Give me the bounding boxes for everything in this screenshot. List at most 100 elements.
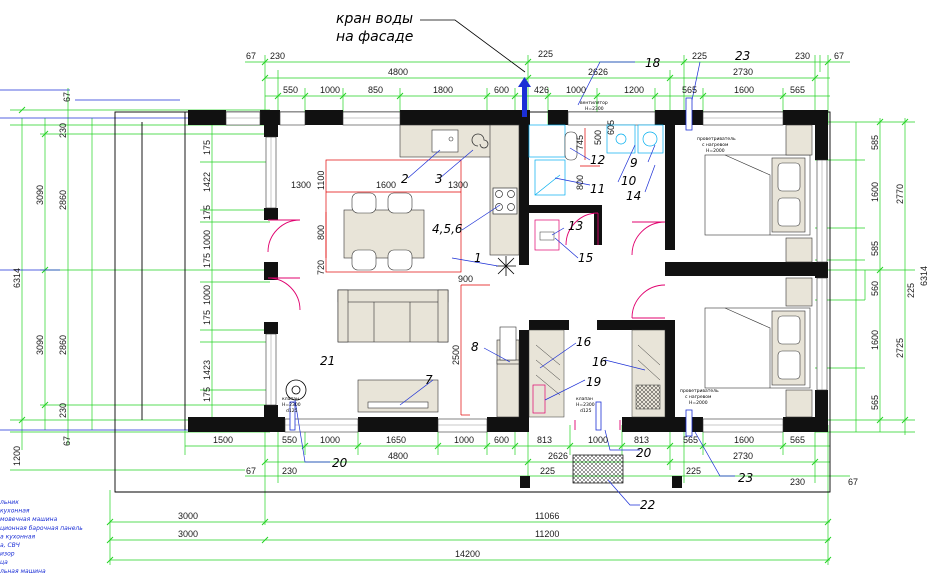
- dim-label: 230: [795, 51, 810, 61]
- building-outline: [114, 111, 831, 493]
- callout-label: 1: [474, 251, 482, 265]
- bathroom-fixtures: [528, 124, 664, 251]
- dim-label: 1600: [870, 182, 880, 202]
- bed-bottom: [704, 277, 813, 418]
- callout-label: 12: [590, 153, 605, 167]
- callout-label: 2: [401, 172, 409, 186]
- note-text: d125: [286, 408, 298, 414]
- dim-label: 565: [790, 435, 805, 445]
- dim-label: 600: [494, 435, 509, 445]
- dim-label: 2730: [733, 451, 753, 461]
- dim-label: 1000: [202, 230, 212, 250]
- dim-label: 11200: [535, 529, 559, 539]
- dim-label: 1300: [291, 180, 311, 190]
- dim-label: 1600: [734, 85, 754, 95]
- dim-label: 1000: [320, 435, 340, 445]
- dim-label: 565: [682, 85, 697, 95]
- callout-label: 13: [568, 219, 583, 233]
- dim-label: 230: [58, 123, 68, 138]
- stove-icon: [492, 187, 518, 215]
- callout-label: 22: [640, 498, 655, 512]
- sink-icon: [471, 133, 489, 149]
- dim-label: 565: [790, 85, 805, 95]
- note-text: вентилятор: [580, 101, 608, 106]
- dim-label: 2500: [451, 345, 461, 365]
- dim-label: 3000: [178, 529, 198, 539]
- dim-label: 3090: [35, 185, 45, 205]
- tv-stand: [357, 379, 439, 413]
- legend-item: ционная барочная панель: [0, 525, 83, 532]
- dim-label: 4800: [388, 67, 408, 77]
- sofa: [337, 289, 449, 343]
- callout-label: 19: [586, 375, 601, 389]
- dim-label: 565: [870, 395, 880, 410]
- note-text: Н=2000: [689, 400, 708, 406]
- callout-labels: 1 2 3 4,5,6 7 8 9 10 11 12 13 14 15 16 1…: [320, 49, 753, 512]
- kitchen-dimension-labels: 1300 1600 1300 1100 800 720 900 2500: [291, 171, 473, 365]
- callout-label: 10: [621, 174, 637, 188]
- closet-bedroom: [631, 329, 666, 418]
- note-text: проветриватель: [697, 137, 736, 142]
- callout-label: 18: [645, 56, 661, 70]
- bathroom-dimension-labels: 745 500 800 605: [575, 120, 616, 190]
- zone-outline: [325, 128, 600, 416]
- note-text: Н=2300: [576, 402, 595, 408]
- water-tap-title: кран воды: [336, 11, 413, 27]
- dining-table: [343, 192, 425, 271]
- top-dimension-labels: 67 230 225 225 230 67 4800 2626 2730 550…: [246, 49, 844, 95]
- equipment-notes: вентилятор Н=2300 проветриватель с нагре…: [282, 101, 736, 414]
- callout-label: 15: [578, 251, 593, 265]
- legend-item: а кухонная: [0, 533, 36, 540]
- dim-label: 2860: [58, 335, 68, 355]
- callout-label: 7: [425, 373, 433, 387]
- dim-label: 1423: [202, 360, 212, 380]
- dim-label: 813: [634, 435, 649, 445]
- dim-label: 175: [202, 310, 212, 325]
- dim-label: 800: [316, 225, 326, 240]
- dim-label: 67: [848, 477, 858, 487]
- dim-label: 550: [283, 85, 298, 95]
- dim-label: 4800: [388, 451, 408, 461]
- dim-label: 175: [202, 140, 212, 155]
- note-text: клапан: [282, 397, 299, 402]
- legend-item: ца: [0, 559, 8, 566]
- dim-label: 565: [683, 435, 698, 445]
- window-sills: [226, 117, 823, 426]
- dim-label: 1600: [870, 330, 880, 350]
- note-text: Н=2000: [706, 148, 725, 154]
- callout-label: 21: [320, 354, 335, 368]
- note-text: Н=2300: [585, 106, 604, 112]
- dim-label: 225: [692, 51, 707, 61]
- dim-label: 2730: [733, 67, 753, 77]
- callout-leaders: [294, 61, 735, 506]
- note-text: d125: [580, 408, 592, 414]
- dim-label: 550: [282, 435, 297, 445]
- note-text: клапан: [576, 397, 593, 402]
- dim-label: 720: [316, 260, 326, 275]
- dim-label: 1500: [213, 435, 233, 445]
- callout-label: 23: [738, 471, 753, 485]
- dim-label: 1000: [202, 285, 212, 305]
- closet-hallway: [528, 329, 565, 418]
- dim-label: 1650: [386, 435, 406, 445]
- dim-label: 605: [606, 120, 616, 135]
- dim-label: 6314: [919, 266, 929, 286]
- dim-label: 585: [870, 241, 880, 256]
- callout-label: 16: [592, 355, 608, 369]
- dim-label: 850: [368, 85, 383, 95]
- dim-label: 67: [246, 51, 256, 61]
- callout-label: 20: [332, 456, 348, 470]
- wardrobe-living: [496, 326, 520, 418]
- dim-label: 500: [593, 130, 603, 145]
- callout-label: 11: [590, 182, 605, 196]
- dim-label: 560: [870, 281, 880, 296]
- note-text: с нагревом: [702, 143, 728, 148]
- right-dimension-labels: 585 1600 585 560 1600 565 2770 2725 225 …: [870, 135, 929, 410]
- dim-label: 1000: [588, 435, 608, 445]
- section-lines: [0, 89, 190, 431]
- callout-label: 8: [471, 340, 479, 354]
- dim-label: 14200: [455, 549, 480, 559]
- porch-grate: [572, 454, 624, 484]
